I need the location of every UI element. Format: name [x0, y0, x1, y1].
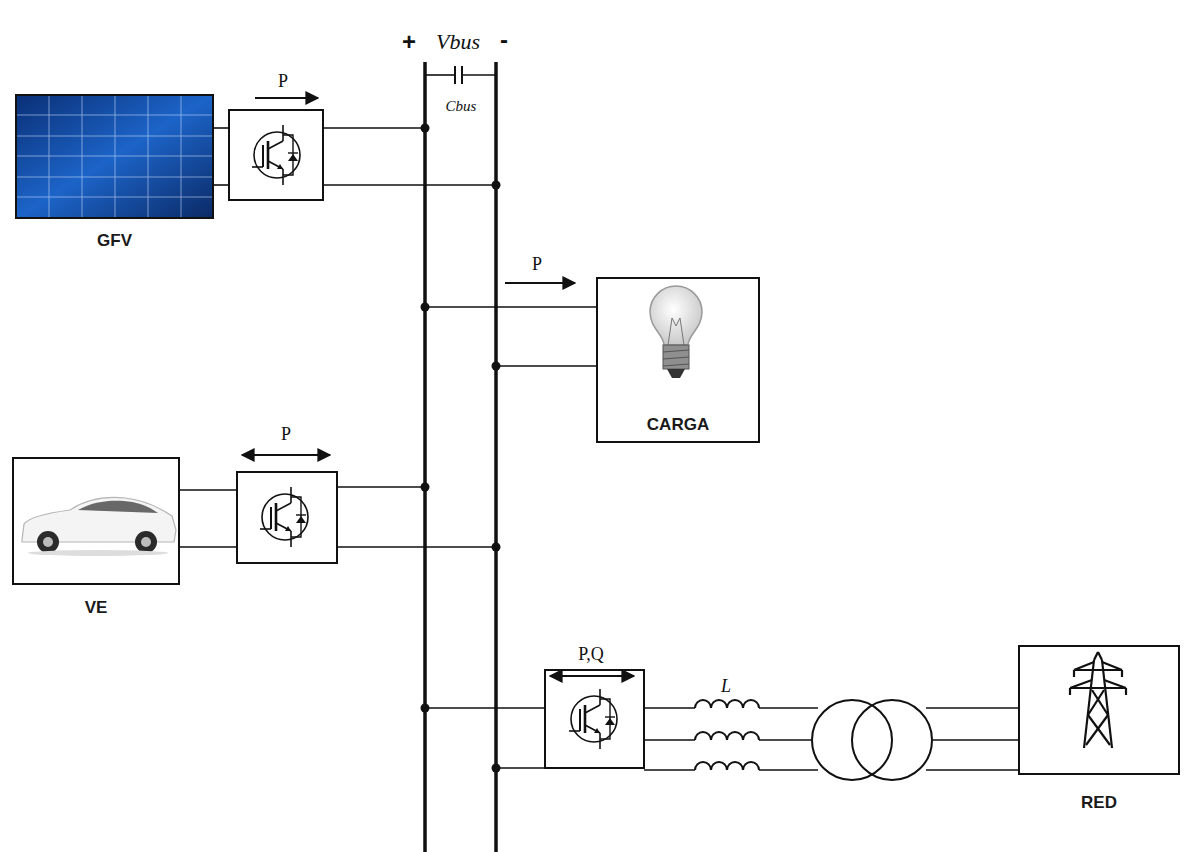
power-flow-label: P [281, 425, 291, 443]
ev-converter [237, 472, 337, 563]
node-label: GFV [97, 231, 132, 251]
node-label: VE [85, 598, 108, 618]
capacitor-symbol [425, 66, 496, 84]
power-arrow [550, 675, 634, 677]
node-box: RED [1018, 645, 1180, 775]
pv-converter [229, 110, 323, 200]
inductor-name: L [721, 677, 731, 695]
power-arrow [242, 454, 330, 456]
power-arrow [255, 97, 318, 99]
polarity-sign: + [402, 30, 416, 54]
dc-bus [425, 62, 496, 852]
node-box: CARGA [596, 277, 760, 443]
node-label: RED [1081, 793, 1117, 813]
node-box: GFV [15, 94, 214, 219]
junction-dots [421, 124, 501, 773]
bulb-icon [650, 286, 702, 378]
capacitor-name: Cbus [446, 99, 477, 114]
node-label: CARGA [647, 415, 709, 435]
solar-panel [16, 95, 213, 218]
node-box: VE [12, 457, 180, 585]
power-flow-label: P [278, 72, 288, 90]
car-icon [22, 498, 176, 557]
power-flow-label: P,Q [578, 645, 604, 663]
bus-voltage: Vbus [436, 31, 480, 53]
grid-converter [545, 670, 644, 768]
tower-icon [1070, 652, 1126, 748]
power-arrow [505, 282, 575, 284]
inductor-symbol [695, 700, 759, 770]
grid-wiring [425, 708, 1018, 770]
power-flow-label: P [532, 255, 542, 273]
polarity-sign: - [500, 28, 508, 52]
transformer-symbol [812, 700, 932, 780]
load-wiring [425, 307, 596, 366]
